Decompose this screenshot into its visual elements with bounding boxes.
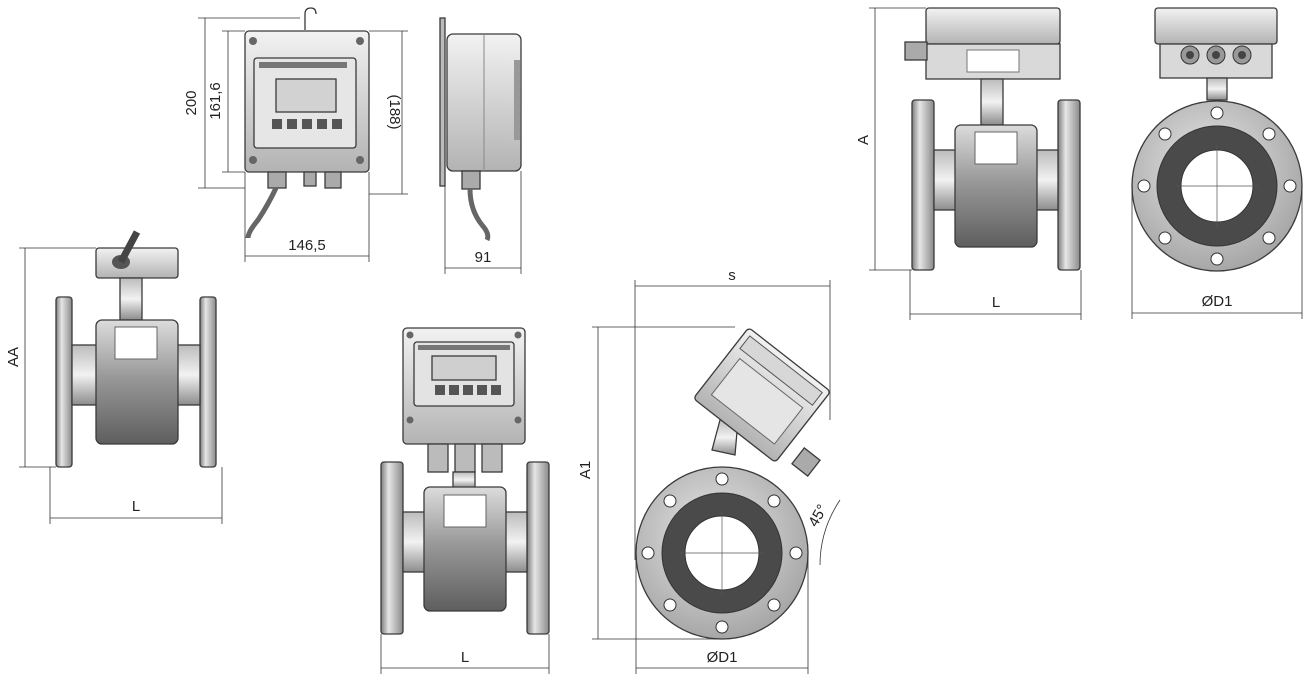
neck bbox=[980, 78, 1004, 126]
transmitter-front-view: 200 161,6 (188) 146,5 bbox=[183, 7, 408, 262]
dimension-188: (188) bbox=[386, 94, 403, 129]
dimension-91: 91 bbox=[475, 249, 492, 266]
mounting-hook bbox=[304, 7, 317, 30]
terminal-box-top bbox=[925, 7, 1061, 45]
cable-gland bbox=[904, 41, 928, 61]
cable bbox=[245, 186, 279, 239]
keypad bbox=[435, 385, 501, 395]
flange-face-rotated-view: s A1 ØD1 45° bbox=[577, 267, 841, 674]
top-housing bbox=[95, 247, 179, 279]
dimension-l-mid: L bbox=[461, 649, 469, 666]
cable-gland bbox=[303, 171, 317, 187]
remote-sensor-side-view: A L bbox=[855, 7, 1082, 320]
dimension-a1: A1 bbox=[577, 461, 594, 479]
bolt-holes bbox=[1137, 106, 1297, 266]
cable-gland bbox=[461, 170, 481, 190]
screw-icon bbox=[406, 331, 414, 339]
flange-right bbox=[199, 296, 217, 468]
cable-glands bbox=[1180, 45, 1252, 65]
flange-right bbox=[1057, 99, 1081, 271]
cable-gland bbox=[791, 447, 821, 477]
brand-strip bbox=[259, 62, 347, 68]
screw-icon bbox=[514, 331, 522, 339]
nameplate bbox=[114, 326, 158, 360]
flange-left bbox=[55, 296, 73, 468]
cable-gland bbox=[267, 171, 287, 189]
dimension-l-right: L bbox=[992, 294, 1000, 311]
terminal-box-top bbox=[1154, 7, 1278, 45]
cable bbox=[467, 188, 491, 242]
wall-plate bbox=[439, 17, 446, 187]
screw-icon bbox=[356, 37, 364, 45]
dimension-a: A bbox=[855, 135, 872, 145]
screw-icon bbox=[406, 416, 414, 424]
compact-sensor-aa-view: AA L bbox=[5, 230, 223, 524]
screw-icon bbox=[356, 156, 364, 164]
screw-icon bbox=[514, 416, 522, 424]
dimension-s: s bbox=[728, 267, 736, 284]
transmitter-side-view: 91 bbox=[439, 17, 522, 274]
dimension-aa: AA bbox=[5, 347, 22, 367]
screw-icon bbox=[249, 37, 257, 45]
flange-left bbox=[380, 461, 404, 635]
dimension-200: 200 bbox=[183, 90, 200, 115]
screw-icon bbox=[249, 156, 257, 164]
dimension-146-5: 146,5 bbox=[288, 237, 326, 254]
bolt-holes bbox=[641, 472, 803, 634]
dimension-l-left: L bbox=[132, 498, 140, 515]
lcd-display bbox=[431, 355, 497, 381]
nameplate bbox=[443, 494, 487, 528]
cable-glands bbox=[427, 443, 503, 473]
dimension-161-6: 161,6 bbox=[207, 82, 224, 120]
remote-sensor-flange-face: ØD1 bbox=[1131, 7, 1303, 319]
neck bbox=[452, 471, 476, 489]
flange-left bbox=[911, 99, 935, 271]
angle-arc bbox=[819, 499, 841, 566]
cable-gland bbox=[324, 171, 342, 189]
dimension-d1-right: ØD1 bbox=[1202, 293, 1233, 310]
flange-right bbox=[526, 461, 550, 635]
nameplate bbox=[974, 131, 1018, 165]
dimension-d1-mid: ØD1 bbox=[707, 649, 738, 666]
integral-sensor-front-view: L bbox=[380, 327, 550, 674]
lcd-display bbox=[275, 78, 337, 113]
neck bbox=[119, 277, 143, 321]
neck bbox=[1206, 77, 1228, 101]
keypad bbox=[272, 119, 342, 129]
cable bbox=[117, 230, 141, 264]
label-plate bbox=[966, 49, 1020, 73]
cover-edge bbox=[514, 60, 520, 140]
rotated-transmitter-head bbox=[694, 328, 830, 462]
